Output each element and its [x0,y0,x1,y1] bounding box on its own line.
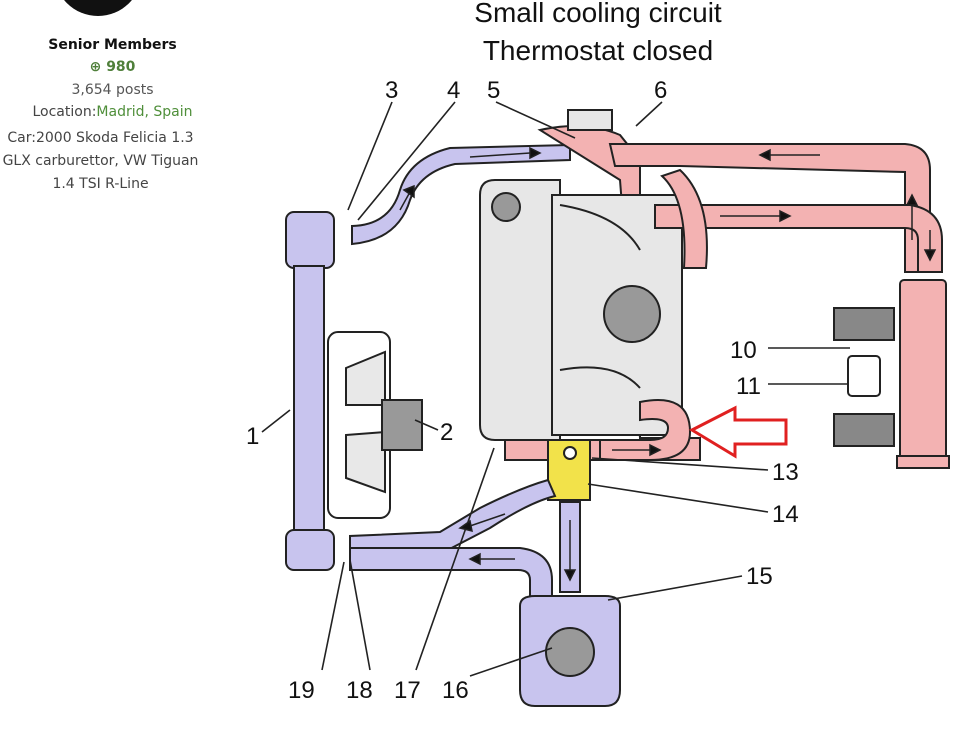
diagram-title: Small cooling circuit [474,0,722,28]
label-2: 2 [440,419,453,446]
plus-circle-icon: ⊕ [89,59,102,75]
label-3: 3 [385,77,398,104]
member-group: Senior Members [48,37,177,53]
heater-core [833,279,950,469]
label-10: 10 [730,337,757,364]
reputation-count: 980 [106,59,136,75]
car-info: Car:2000 Skoda Felicia 1.3 GLX carburett… [0,127,213,196]
upper-hose [351,143,571,246]
label-11: 11 [736,373,761,400]
label-6: 6 [654,77,667,104]
car-line: Car:2000 Skoda Felicia 1.3 [7,130,194,146]
fan [327,331,423,519]
highlight-arrow [688,405,788,459]
location-label: Location: [32,104,97,120]
label-17: 17 [394,677,421,704]
diagram-subtitle: Thermostat closed [483,35,713,66]
heater-pipes [608,143,943,273]
flow-arrows [399,146,937,582]
expansion-tank [519,595,621,707]
thermostat-bypass-loop [599,399,692,461]
engine-block [479,109,701,461]
radiator [285,211,335,571]
label-14: 14 [772,501,799,528]
label-4: 4 [447,77,460,104]
label-1: 1 [246,423,259,450]
label-18: 18 [346,677,373,704]
label-13: 13 [772,459,799,486]
location-link[interactable]: Madrid, Spain [96,104,193,120]
label-19: 19 [288,677,315,704]
avatar[interactable] [52,0,144,18]
car-line: 1.4 TSI R-Line [52,176,149,192]
car-line: GLX carburettor, VW Tiguan [2,153,199,169]
expansion-return-hose [349,547,553,601]
location: Location:Madrid, Spain [0,104,225,120]
user-profile-card: Senior Members ⊕ 980 3,654 posts Locatio… [0,0,225,200]
post-count: 3,654 posts [71,82,154,98]
label-5: 5 [487,77,500,104]
label-15: 15 [746,563,773,590]
label-16: 16 [442,677,469,704]
callout-lines [261,101,850,677]
reputation-badge[interactable]: ⊕ 980 [0,59,225,75]
